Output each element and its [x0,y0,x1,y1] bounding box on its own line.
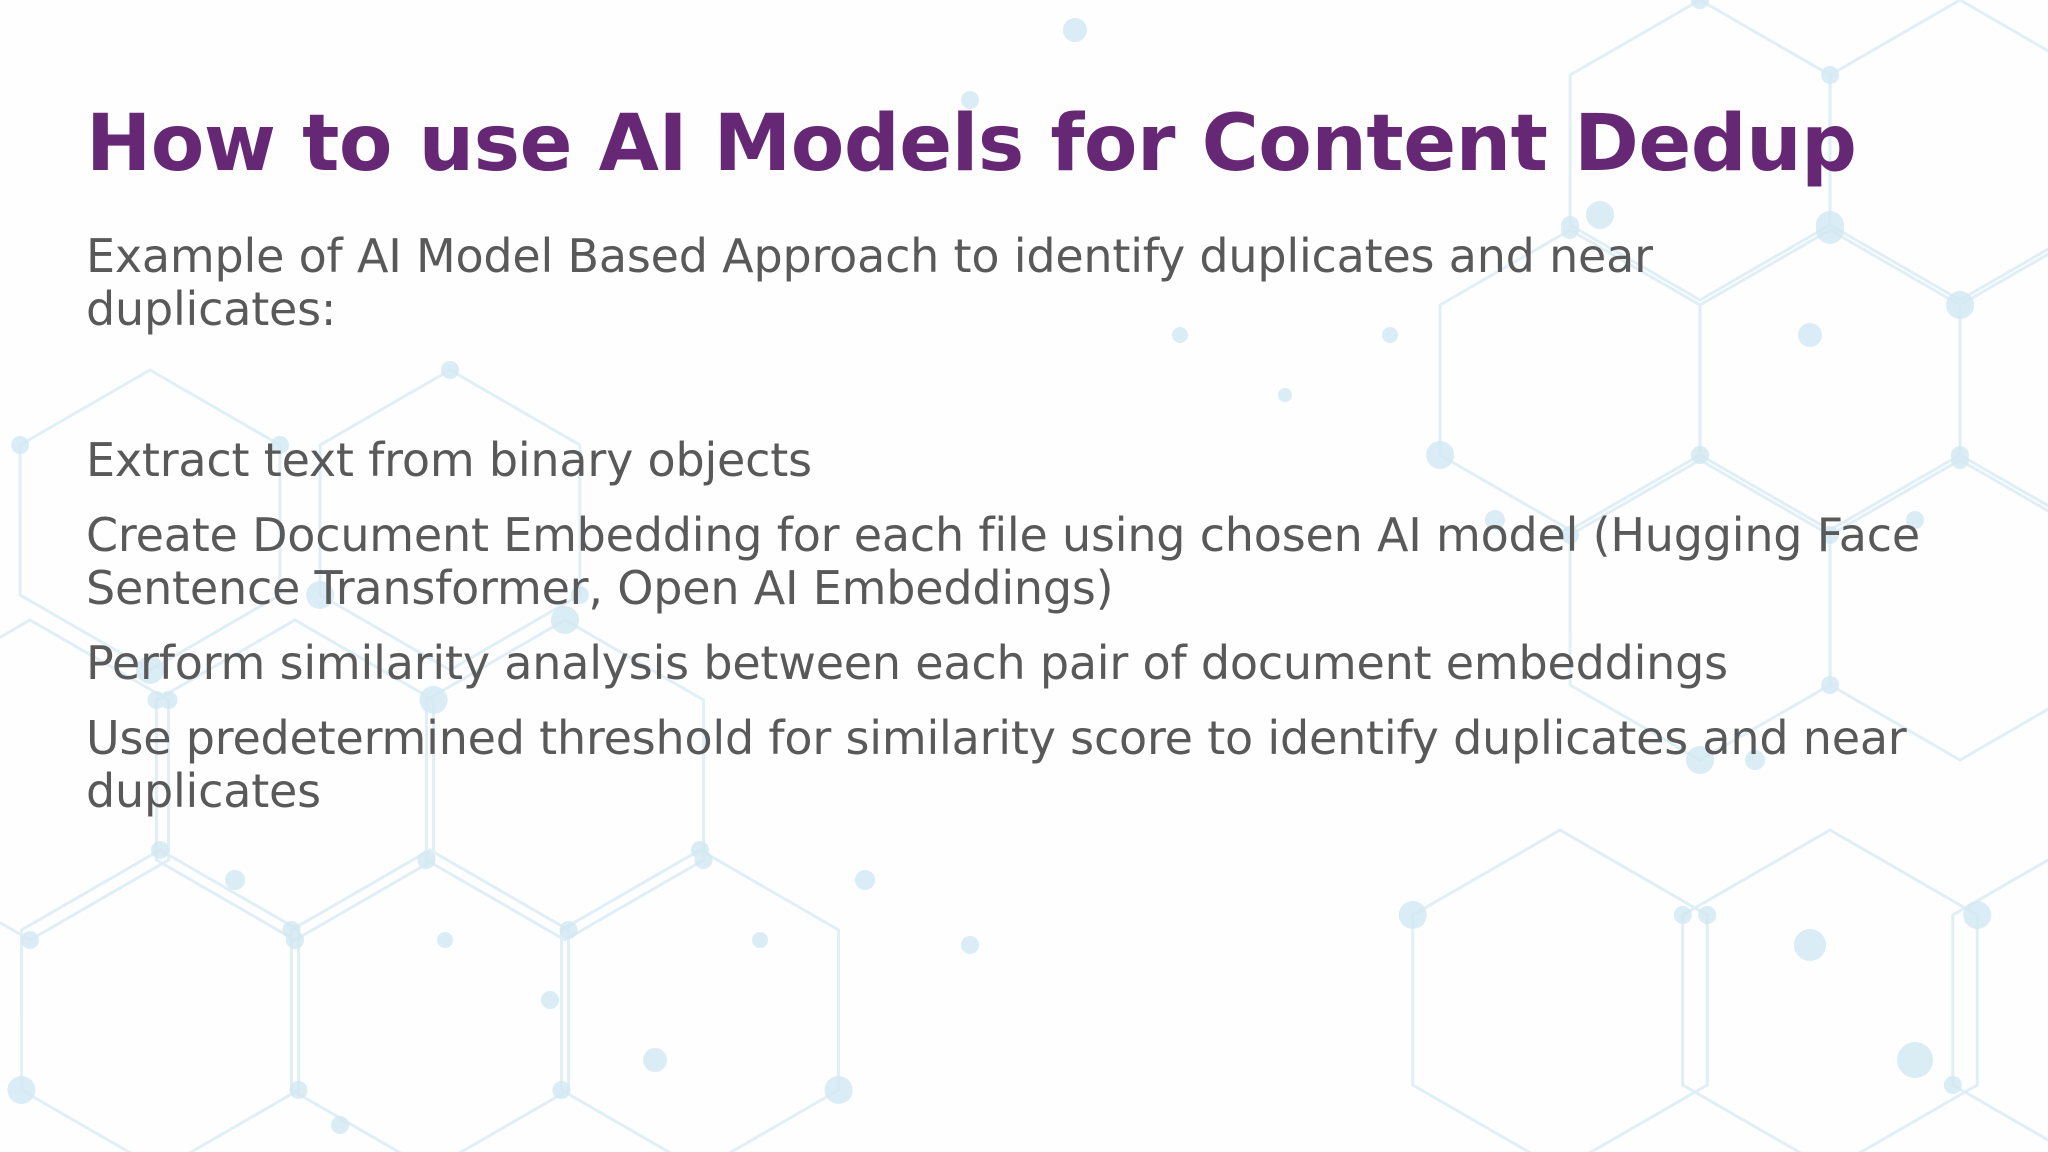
slide-content: How to use AI Models for Content Dedup E… [86,99,1986,840]
slide-title: How to use AI Models for Content Dedup [86,99,1857,189]
network-node-dot [1673,906,1692,924]
network-node-dot [1820,526,1839,544]
step-item: Use predetermined threshold for similari… [86,710,1907,818]
network-node-dot [1698,906,1717,924]
network-node-dot [1561,221,1579,239]
network-node-dot [1946,291,1975,319]
network-node-dot [151,841,169,859]
step-item: Perform similarity analysis between each… [86,635,1728,690]
network-node-dot [286,931,304,949]
network-node-dot [331,1116,349,1134]
network-node-dot [694,851,713,869]
network-node-dot [1690,446,1709,464]
network-node-dot [1586,201,1614,229]
network-node-dot [1686,746,1714,774]
step-item: Create Document Embedding for each file … [86,507,1920,615]
network-node-dot [1398,901,1427,929]
network-node-dot [570,586,589,604]
intro-text: Example of AI Model Based Approach to id… [86,228,1653,336]
network-node-dot [1963,901,1992,929]
network-node-dot [1897,1042,1933,1078]
network-node-dot [225,870,245,890]
network-node-dot [1943,1076,1962,1094]
network-node-dot [643,1048,667,1072]
network-node-dot [1063,18,1087,42]
hexagon-shape [559,848,841,1152]
network-node-dot [1798,323,1822,347]
network-node-dot [551,606,579,634]
network-node-dot [1816,216,1844,244]
network-node-dot [752,932,768,948]
network-node-dot [7,1076,36,1104]
network-node-dot [1278,388,1292,402]
network-node-dot [21,931,39,949]
network-node-dot [1906,511,1924,529]
network-node-dot [1794,929,1826,961]
network-node-dot [559,921,578,939]
hexagon-shape [318,368,582,672]
network-node-dot [552,1081,571,1099]
network-node-dot [824,1076,853,1104]
network-node-dot [1691,0,1709,9]
network-node-dot [11,436,30,454]
network-node-dot [1426,441,1455,469]
hexagon-shape [1951,858,2048,1142]
network-node-dot [855,870,875,890]
network-node-dot [419,686,448,714]
network-node-dot [136,656,164,684]
network-node-dot [961,936,979,954]
network-node-dot [1951,451,1969,469]
hexagon-shape [289,848,571,1152]
network-node-dot [1172,327,1188,343]
steps-list: Extract text from binary objects Create … [86,432,1966,818]
network-node-dot [441,361,459,379]
network-node-dot [1745,750,1765,770]
hexagon-shape [19,848,301,1152]
network-node-dot [306,581,335,609]
network-node-dot [289,1081,308,1099]
network-node-dot [1821,66,1840,84]
network-node-dot [541,991,559,1009]
step-item: Extract text from binary objects [86,432,812,487]
network-node-dot [270,436,289,454]
network-node-dot [1485,510,1505,530]
network-node-dot [1382,327,1398,343]
network-node-dot [437,932,453,948]
network-node-dot [417,851,436,869]
network-node-dot [1821,676,1840,694]
network-node-dot [961,91,979,109]
network-node-dot [159,691,178,709]
hexagon-shape [1681,828,1979,1152]
hexagon-shape [1411,828,1709,1152]
network-node-dot [1561,526,1580,544]
